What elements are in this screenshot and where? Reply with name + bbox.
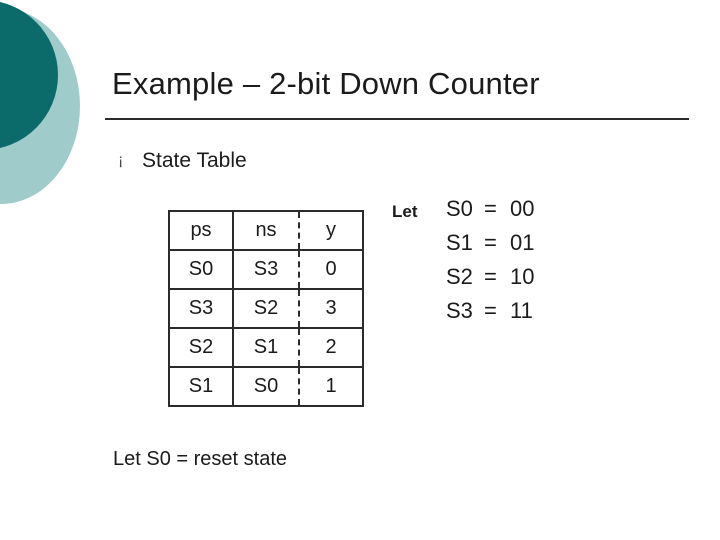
- table-header-ps: ps: [168, 210, 234, 251]
- cell-y: 1: [299, 366, 364, 407]
- encoding-equals: =: [484, 230, 497, 255]
- cell-y: 0: [299, 249, 364, 290]
- encoding-row: S1 = 01: [446, 230, 558, 264]
- encoding-row: S0 = 00: [446, 196, 558, 230]
- encoding-value: 10: [510, 264, 535, 289]
- encoding-equals: =: [484, 264, 497, 289]
- decorative-circle-inner: [0, 0, 58, 150]
- bullet-state-table: ¡ State Table: [118, 147, 247, 175]
- encoding-let-label: Let: [392, 202, 418, 221]
- page-title: Example – 2-bit Down Counter: [112, 66, 540, 101]
- bullet-marker-icon: ¡: [118, 152, 124, 169]
- encoding-equals: =: [484, 298, 497, 323]
- cell-ps: S3: [168, 288, 234, 329]
- table-row: S0 S3 0: [168, 249, 364, 290]
- encoding-value: 01: [510, 230, 535, 255]
- encoding-value: 00: [510, 196, 535, 221]
- cell-y: 2: [299, 327, 364, 368]
- cell-ns: S3: [232, 249, 300, 290]
- state-table: ps ns y S0 S3 0 S3 S2 3 S2 S1 2 S1 S0 1: [168, 210, 364, 407]
- cell-ns: S1: [232, 327, 300, 368]
- table-header-y: y: [299, 210, 364, 251]
- encoding-equals: =: [484, 196, 497, 221]
- cell-ps: S1: [168, 366, 234, 407]
- table-row: S3 S2 3: [168, 288, 364, 329]
- decorative-circle-outer: [0, 8, 80, 204]
- footer-note: Let S0 = reset state: [113, 448, 287, 470]
- table-header-ns: ns: [232, 210, 300, 251]
- table-row: S2 S1 2: [168, 327, 364, 368]
- bullet-label: State Table: [142, 149, 247, 172]
- encoding-state: S0: [446, 196, 473, 221]
- encoding-value: 11: [510, 298, 533, 323]
- cell-ns: S0: [232, 366, 300, 407]
- cell-ps: S2: [168, 327, 234, 368]
- encoding-row: S2 = 10: [446, 264, 558, 298]
- cell-y: 3: [299, 288, 364, 329]
- table-header-row: ps ns y: [168, 210, 364, 251]
- table-row: S1 S0 1: [168, 366, 364, 407]
- encoding-state: S1: [446, 230, 473, 255]
- encoding-state: S2: [446, 264, 473, 289]
- title-divider: [105, 118, 689, 120]
- cell-ns: S2: [232, 288, 300, 329]
- cell-ps: S0: [168, 249, 234, 290]
- encoding-row: S3 = 11: [446, 298, 558, 332]
- encoding-state: S3: [446, 298, 473, 323]
- encoding-rows: S0 = 00 S1 = 01 S2 = 10 S3 = 11: [446, 196, 558, 332]
